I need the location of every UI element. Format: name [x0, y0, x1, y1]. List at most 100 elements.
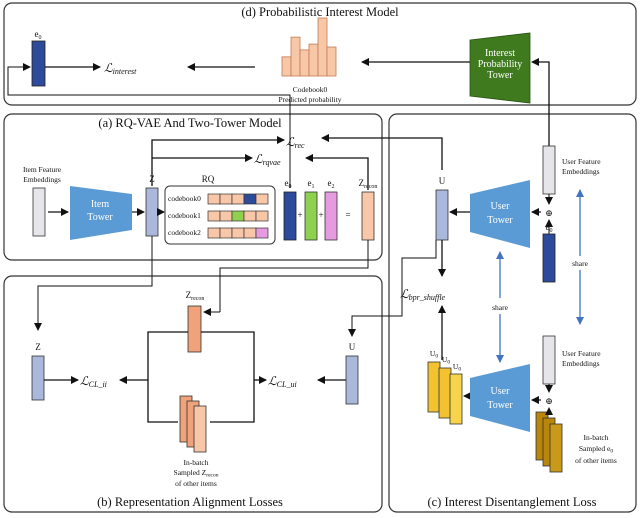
- item-tower-line1: Item: [91, 199, 110, 210]
- codebook0-bar-chart: [281, 17, 337, 77]
- e0-label-a: e0: [285, 178, 292, 190]
- codebook1-cell-2: [231, 210, 245, 222]
- probability-bar-3: [308, 43, 319, 77]
- codebook0-cell-0: [207, 193, 221, 205]
- predicted-probability-caption: Predicted probability: [278, 95, 341, 104]
- item-feature-line2: Embeddings: [23, 175, 61, 184]
- user-feature-vector-bottom: [542, 335, 556, 385]
- u0-label-3: U0: [453, 362, 461, 373]
- bracket-bottom-right: [210, 380, 255, 423]
- u-vector-c: [435, 189, 449, 241]
- user-tower-top-line1: User: [491, 201, 511, 212]
- probability-bar-1: [290, 36, 301, 77]
- inbatch-zrecon-line3: of other items: [175, 479, 217, 488]
- bracket-bottom-left: [147, 380, 178, 423]
- e0-vector-a: [283, 191, 297, 241]
- codebook0-caption: Codebook0: [293, 85, 328, 94]
- panel-c-title: (c) Interest Disentanglement Loss: [427, 495, 596, 509]
- panel-c-frame: [388, 113, 637, 513]
- loss-rqvae: ℒrqvae: [254, 152, 281, 167]
- inbatch-e0-front: [549, 423, 563, 473]
- codebook0-cell-4: [255, 193, 269, 205]
- loss-rec: ℒrec: [286, 135, 305, 150]
- connector-e0-a-to-d: [7, 63, 291, 188]
- codebook2-cell-4: [255, 227, 269, 239]
- codebook1-cell-3: [243, 210, 257, 222]
- e2-label: e2: [328, 178, 335, 190]
- u0-vector-front: [449, 373, 463, 425]
- z-recon-label-a: Zrecon: [359, 178, 378, 190]
- connector-z-a-to-b: [34, 236, 153, 331]
- oplus-top: ⊕: [545, 208, 553, 218]
- inbatch-e0-line2: Sampled e0: [579, 444, 613, 455]
- codebook2-cell-3: [243, 227, 257, 239]
- z-recon-vector-a: [361, 191, 375, 241]
- user-feature-top-line2: Embeddings: [562, 167, 600, 176]
- arrow-zrecon-to-rqvae: [305, 154, 369, 190]
- probability-bar-4: [317, 17, 328, 77]
- plus-2: +: [318, 210, 323, 220]
- u-label-b: U: [349, 342, 356, 352]
- panel-b-title: (b) Representation Alignment Losses: [97, 495, 283, 509]
- inbatch-zrecon-line2: Sampled Zrecon: [174, 468, 219, 479]
- item-feature-vector: [32, 187, 46, 237]
- inbatch-zrecon-line1: In-batch: [184, 458, 209, 467]
- rq-label: RQ: [202, 174, 215, 184]
- e1-label: e1: [308, 178, 315, 190]
- loss-interest: ℒinterest: [104, 61, 137, 76]
- e0-vector-c: [542, 233, 556, 283]
- codebook2-label: codebook2: [168, 228, 201, 237]
- user-tower-top: [470, 180, 530, 248]
- connector-zrecon-a-to-b: [219, 240, 369, 312]
- codebook1-cell-1: [219, 210, 233, 222]
- z-vector-a: [145, 187, 159, 237]
- plus-1: +: [297, 210, 302, 220]
- bracket-right: [201, 331, 255, 380]
- codebook2-cell-0: [207, 227, 221, 239]
- z-label-b: Z: [35, 342, 41, 352]
- u0-vector-mid: [438, 367, 452, 419]
- inbatch-e0-line1: In-batch: [584, 433, 609, 442]
- arrow-u-to-rec: [321, 134, 443, 170]
- user-feature-vector-top: [542, 145, 556, 195]
- inbatch-e0-line3: of other items: [575, 456, 617, 465]
- u-label-c: U: [439, 176, 446, 186]
- panel-d-frame: [3, 2, 637, 106]
- panel-a-frame: [3, 113, 383, 261]
- u0-vector-back: [427, 361, 441, 413]
- loss-cl-ii: ℒCL_ii: [80, 374, 107, 389]
- arrow-userfeature-to-interest-tower: [531, 58, 550, 146]
- codebook0-cell-3: [243, 193, 257, 205]
- user-tower-bottom-line1: User: [491, 386, 511, 397]
- interest-tower-line1: Interest: [485, 48, 515, 59]
- z-recon-label-b: Zrecon: [186, 290, 205, 302]
- oplus-bottom: ⊕: [545, 396, 553, 406]
- share-label-mid: share: [492, 303, 508, 312]
- user-tower-bottom: [470, 364, 530, 432]
- panel-a-title: (a) RQ-VAE And Two-Tower Model: [98, 116, 282, 130]
- bracket-left: [147, 331, 188, 380]
- codebook0-label: codebook0: [168, 194, 201, 203]
- item-feature-line1: Item Feature: [23, 165, 62, 174]
- interest-probability-tower: [469, 32, 531, 104]
- probability-bar-0: [281, 56, 292, 77]
- item-tower: [70, 186, 132, 240]
- panel-d-title: (d) Probabilistic Interest Model: [241, 5, 399, 19]
- codebook1-cell-4: [255, 210, 269, 222]
- codebook0-cell-1: [219, 193, 233, 205]
- interest-tower-line3: Tower: [487, 70, 513, 81]
- panel-b-frame: [3, 275, 383, 513]
- e0-label-d: e0: [35, 29, 42, 41]
- item-tower-line2: Tower: [87, 212, 113, 223]
- loss-cl-ui: ℒCL_ui: [268, 374, 297, 389]
- u0-label-1: U0: [430, 349, 438, 360]
- user-feature-bottom-line2: Embeddings: [562, 359, 600, 368]
- loss-bpr-shuffle: ℒbpr_shuffle: [400, 287, 446, 302]
- codebook0-cell-2: [231, 193, 245, 205]
- arrow-z-to-rec: [151, 136, 285, 186]
- user-tower-bottom-line2: Tower: [487, 400, 513, 411]
- connector-u-c-to-b: [348, 240, 437, 337]
- user-feature-bottom-line1: User Feature: [562, 349, 601, 358]
